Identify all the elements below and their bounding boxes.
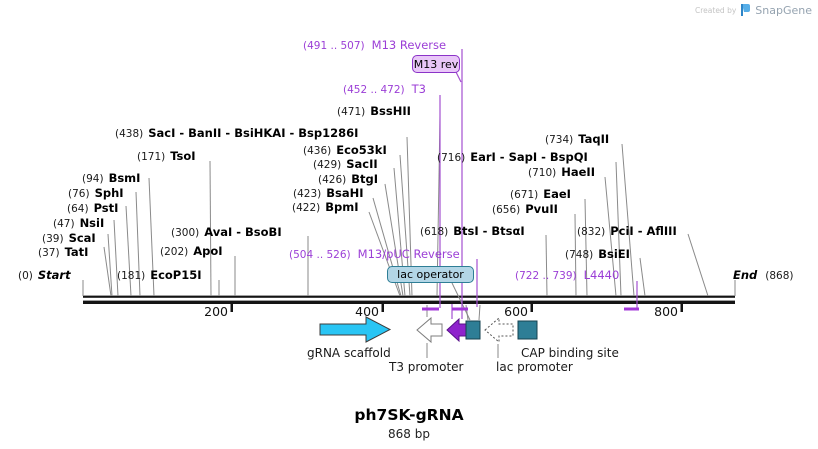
site-label-psti[interactable]: (64)PstI (67, 201, 119, 215)
primer-label-m13-puc-reverse[interactable]: (504 .. 526)M13/pUC Reverse (289, 247, 460, 261)
ruler-tick-600: 600 (504, 304, 528, 319)
site-label-eaei[interactable]: (671)EaeI (510, 187, 571, 201)
site-label-saci-group[interactable]: (438)SacI - BanII - BsiHKAI - Bsp1286I (115, 126, 359, 140)
site-label-apoi[interactable]: (202)ApoI (160, 244, 223, 258)
lac-promoter-arrow[interactable] (484, 316, 514, 344)
cap-binding-site-block[interactable] (517, 320, 538, 340)
site-label-ecop15i[interactable]: (181)EcoP15I (117, 268, 202, 282)
m13-rev-primer-tag[interactable]: M13 rev (412, 55, 460, 73)
lac-operator-tag[interactable]: lac operator (387, 266, 474, 283)
site-label-pvuii[interactable]: (656)PvuII (492, 202, 558, 216)
primer-label-l4440[interactable]: (722 .. 739)L4440 (515, 268, 620, 282)
site-label-bsahi[interactable]: (423)BsaHI (293, 186, 364, 200)
site-label-tati[interactable]: (37)TatI (38, 245, 89, 259)
site-label-bsiei[interactable]: (748)BsiEI (565, 247, 630, 261)
cap-binding-site-label[interactable]: CAP binding site (521, 346, 619, 360)
plasmid-name: ph7SK-gRNA (354, 406, 464, 424)
site-label-sacii[interactable]: (429)SacII (313, 157, 378, 171)
ruler-ticks (230, 304, 683, 312)
grna-scaffold-arrow[interactable] (319, 316, 392, 343)
snapgene-logo-icon (741, 4, 751, 16)
site-label-scai[interactable]: (39)ScaI (42, 231, 96, 245)
site-label-eari-group[interactable]: (716)EarI - SapI - BspQI (437, 150, 588, 164)
site-label-btsi-group[interactable]: (618)BtsI - BtsαI (420, 224, 525, 238)
site-label-haeii[interactable]: (710)HaeII (528, 165, 595, 179)
site-label-pcii-aflii[interactable]: (832)PciI - AflIII (577, 224, 677, 238)
credit-brand: SnapGene (755, 3, 812, 17)
site-label-eco53ki[interactable]: (436)Eco53kI (303, 143, 387, 157)
site-label-tsoi[interactable]: (171)TsoI (137, 149, 196, 163)
primer-label-m13-reverse[interactable]: (491 .. 507)M13 Reverse (303, 38, 447, 52)
ruler-tick-200: 200 (204, 304, 228, 319)
m13-rev-primer-arrow[interactable] (446, 317, 468, 343)
lac-operator-block[interactable] (465, 320, 481, 340)
credit-prefix: Created by (695, 5, 737, 15)
map-start-label: (0)Start (18, 268, 71, 282)
grna-scaffold-label[interactable]: gRNA scaffold (307, 346, 391, 360)
site-label-taqii[interactable]: (734)TaqII (545, 132, 610, 146)
snapgene-credit: Created by SnapGene (695, 3, 812, 17)
plasmid-backbone-top (83, 295, 735, 298)
site-label-bsmi[interactable]: (94)BsmI (82, 171, 141, 185)
map-title-block: ph7SK-gRNA 868 bp (0, 406, 818, 441)
map-end-label: End(868) (733, 268, 794, 282)
plasmid-backbone-bottom (83, 300, 735, 304)
site-label-bpmi[interactable]: (422)BpmI (292, 200, 359, 214)
primer-label-t3[interactable]: (452 .. 472)T3 (343, 82, 426, 96)
site-label-btgi[interactable]: (426)BtgI (318, 172, 379, 186)
site-label-bsshii[interactable]: (471)BssHII (337, 104, 411, 118)
lac-promoter-label[interactable]: lac promoter (496, 360, 573, 374)
plasmid-length: 868 bp (388, 427, 430, 441)
site-label-avai-bsobi[interactable]: (300)AvaI - BsoBI (171, 225, 282, 239)
t3-promoter-label[interactable]: T3 promoter (389, 360, 464, 374)
site-label-sphi[interactable]: (76)SphI (68, 186, 124, 200)
site-label-nsii[interactable]: (47)NsiI (53, 216, 105, 230)
ruler-tick-800: 800 (654, 304, 678, 319)
t3-promoter-arrow[interactable] (416, 316, 443, 344)
ruler-tick-400: 400 (355, 304, 379, 319)
